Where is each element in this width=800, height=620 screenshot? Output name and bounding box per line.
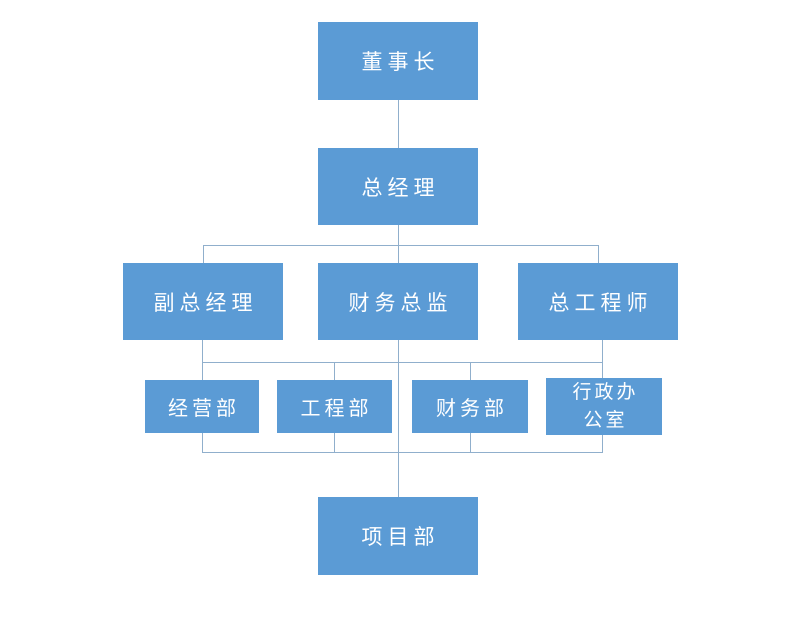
org-node-admin-office: 行政办 公室 <box>546 378 662 435</box>
connector-chief-to-admin <box>602 340 603 378</box>
connector-drop-finance-dept <box>470 362 471 380</box>
connector-level4-bus <box>202 362 603 363</box>
connector-center-vertical <box>398 340 399 497</box>
org-node-project-dept: 项目部 <box>318 497 478 575</box>
connector-deputy-to-operations <box>202 340 203 380</box>
connector-drop-deputy-gm <box>203 245 204 263</box>
org-node-project-dept-label: 项目部 <box>361 526 440 549</box>
connector-admin-stub <box>602 435 603 452</box>
org-node-engineering-dept: 工程部 <box>277 380 392 433</box>
org-node-operations-dept-label: 经营部 <box>168 398 240 420</box>
org-node-engineering-dept-label: 工程部 <box>300 398 373 420</box>
connector-engineering-stub <box>334 433 335 452</box>
org-node-finance-dept-label: 财务部 <box>436 398 508 420</box>
org-node-chairman-label: 董事长 <box>361 51 440 74</box>
org-node-general-manager: 总经理 <box>318 148 478 225</box>
connector-level3-bus <box>203 245 599 246</box>
org-node-chief-engineer-label: 总工程师 <box>548 291 653 315</box>
connector-level5-bus <box>202 452 603 453</box>
org-node-chief-engineer: 总工程师 <box>518 263 678 340</box>
org-node-chairman: 董事长 <box>318 22 478 100</box>
org-node-finance-director-label: 财务总监 <box>348 291 453 315</box>
connector-finance-dept-stub <box>470 433 471 452</box>
org-node-deputy-gm-label: 副总经理 <box>153 291 258 315</box>
connector-chairman-to-gm <box>398 100 399 148</box>
connector-operations-stub <box>202 433 203 452</box>
org-node-operations-dept: 经营部 <box>145 380 259 433</box>
org-node-deputy-gm: 副总经理 <box>123 263 283 340</box>
org-node-admin-office-label-line2: 公室 <box>583 409 628 431</box>
org-node-finance-dept: 财务部 <box>412 380 528 433</box>
org-node-admin-office-label-line1: 行政办 <box>572 381 639 403</box>
connector-gm-stub <box>398 225 399 245</box>
connector-drop-finance-director <box>398 245 399 263</box>
connector-drop-engineering-dept <box>334 362 335 380</box>
org-node-finance-director: 财务总监 <box>318 263 478 340</box>
connector-drop-chief-engineer <box>598 245 599 263</box>
org-node-general-manager-label: 总经理 <box>361 176 440 200</box>
